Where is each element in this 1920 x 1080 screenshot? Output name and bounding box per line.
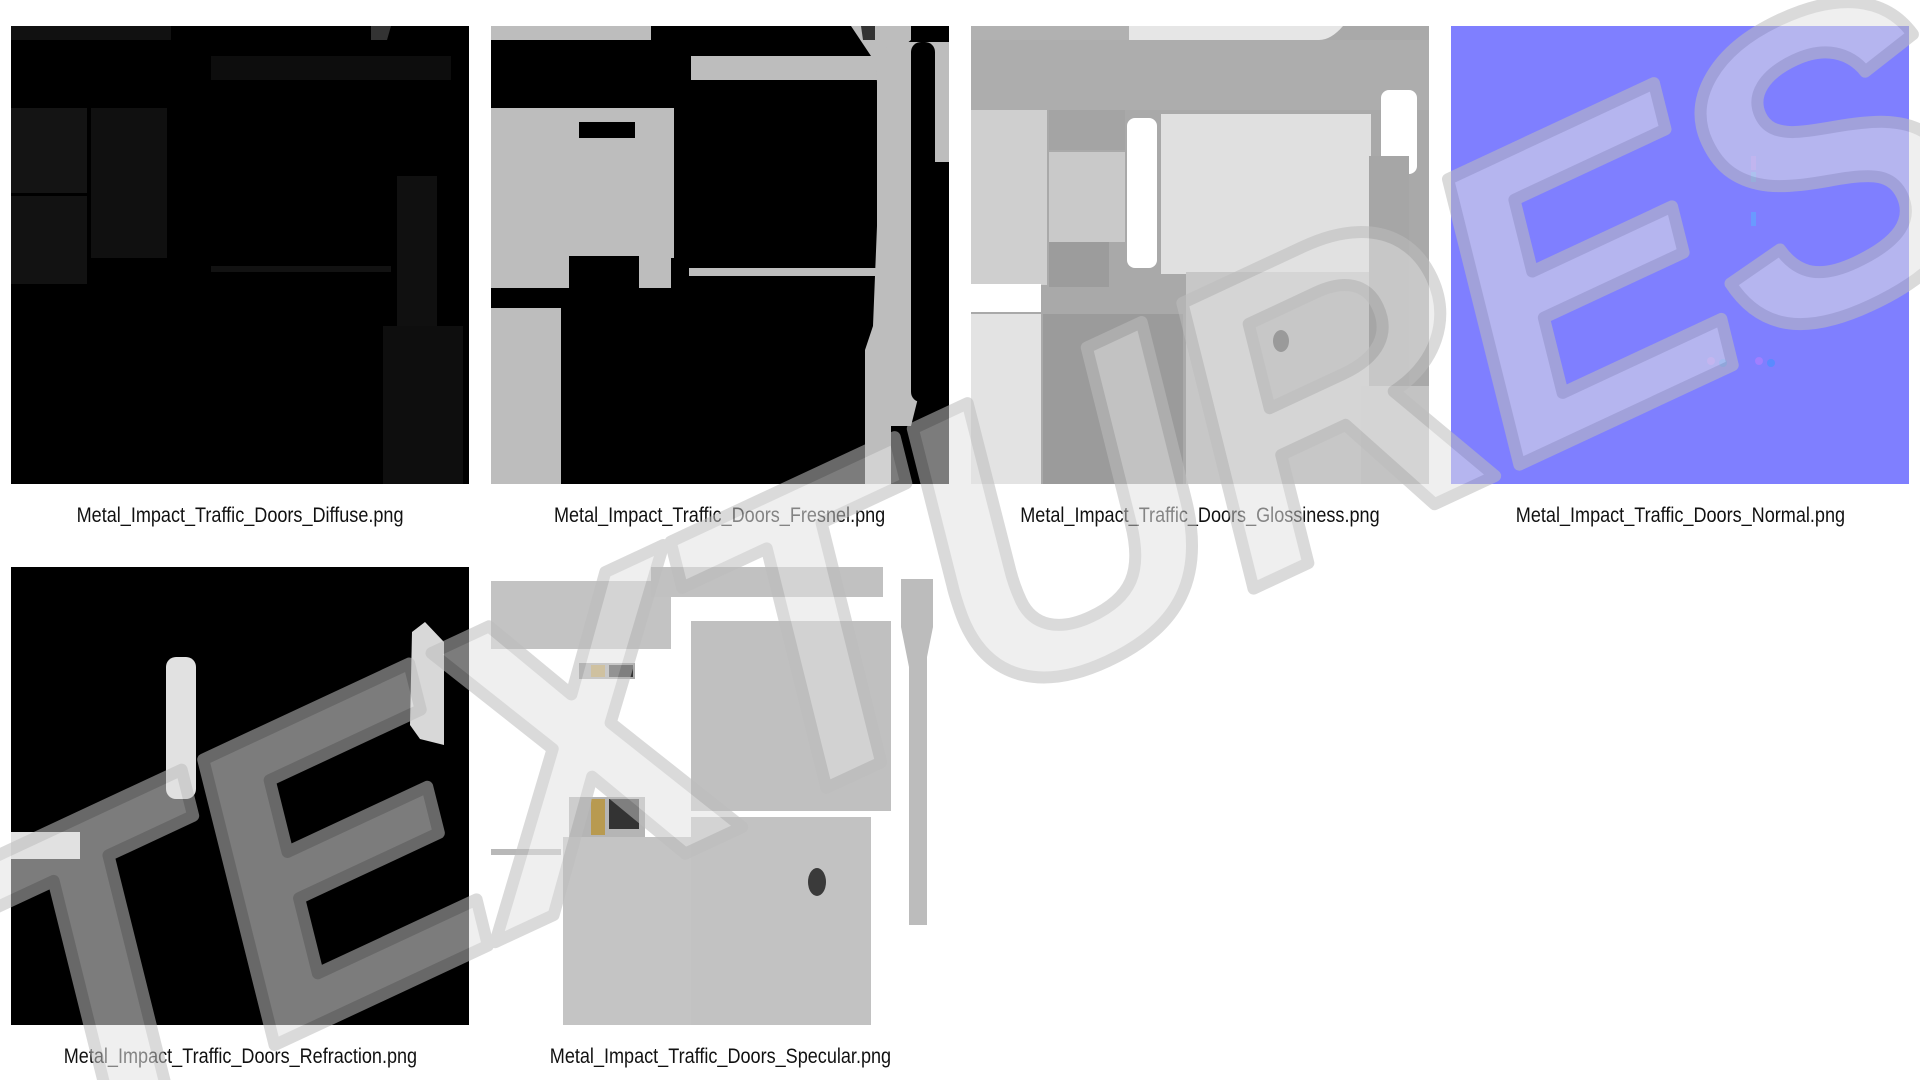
texture-thumbnail-glossiness[interactable] xyxy=(971,26,1429,484)
texture-filename-label: Metal_Impact_Traffic_Doors_Normal.png xyxy=(1515,504,1845,527)
refraction-map-image xyxy=(11,567,469,1025)
diffuse-map-image xyxy=(11,26,469,484)
texture-thumbnail-normal[interactable] xyxy=(1451,26,1909,484)
normal-map-image xyxy=(1451,26,1909,484)
texture-filename-label: Metal_Impact_Traffic_Doors_Refraction.pn… xyxy=(63,1045,417,1068)
texture-filename-label: Metal_Impact_Traffic_Doors_Specular.png xyxy=(549,1045,891,1068)
fresnel-map-image xyxy=(491,26,949,484)
specular-map-image xyxy=(491,567,949,1025)
texture-thumbnail-specular[interactable] xyxy=(491,567,949,1025)
texture-filename-label: Metal_Impact_Traffic_Doors_Fresnel.png xyxy=(554,504,886,527)
glossiness-map-image xyxy=(971,26,1429,484)
texture-thumbnail-fresnel[interactable] xyxy=(491,26,949,484)
texture-filename-label: Metal_Impact_Traffic_Doors_Diffuse.png xyxy=(76,504,404,527)
texture-thumbnail-refraction[interactable] xyxy=(11,567,469,1025)
texture-thumbnail-diffuse[interactable] xyxy=(11,26,469,484)
texture-filename-label: Metal_Impact_Traffic_Doors_Glossiness.pn… xyxy=(1020,504,1380,527)
